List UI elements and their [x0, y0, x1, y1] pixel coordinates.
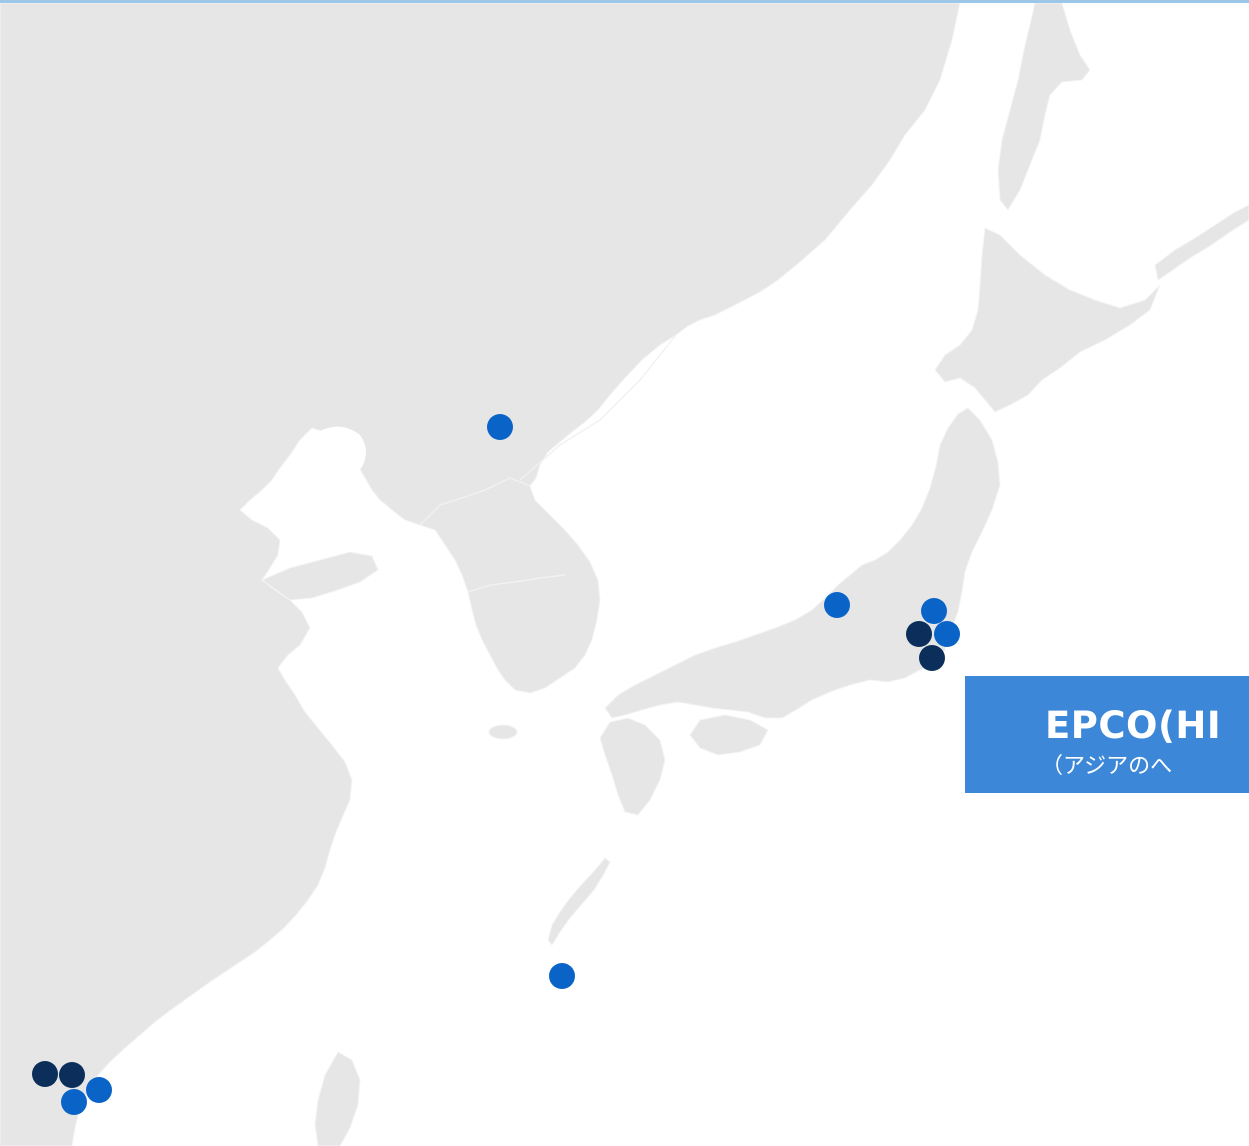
company-banner[interactable]: EPCO(HI （アジアのへ — [965, 676, 1249, 793]
marker-south-china-4[interactable] — [61, 1089, 87, 1115]
jeju-island — [488, 724, 518, 740]
china-korea-border — [419, 477, 531, 526]
taiwan-island — [314, 1051, 361, 1146]
marker-tokyo-north[interactable] — [921, 598, 947, 624]
hokkaido-island — [934, 227, 1161, 413]
sakhalin-island — [997, 3, 1091, 211]
mainland-asia — [0, 3, 961, 1146]
honshu-island — [604, 407, 1001, 719]
marker-north-korea[interactable] — [487, 414, 513, 440]
marker-okinawa[interactable] — [549, 963, 575, 989]
marker-south-china-2[interactable] — [59, 1062, 85, 1088]
marker-niigata[interactable] — [824, 592, 850, 618]
banner-title: EPCO(HI — [1045, 704, 1222, 747]
top-accent-bar — [0, 0, 1249, 3]
ryukyu-islands — [547, 857, 611, 946]
marker-tokyo-west[interactable] — [906, 621, 932, 647]
marker-south-china-1[interactable] — [32, 1061, 58, 1087]
korea-dmz-border — [467, 574, 566, 593]
marker-south-china-3[interactable] — [86, 1077, 112, 1103]
banner-subtitle: （アジアのへ — [1041, 754, 1173, 779]
marker-tokyo-east[interactable] — [934, 621, 960, 647]
marker-tokyo-south[interactable] — [919, 645, 945, 671]
shandong-peninsula — [260, 551, 379, 601]
east-asia-map — [0, 3, 1249, 1146]
kuril-islands — [1154, 204, 1249, 281]
kyushu-island — [599, 717, 666, 816]
shikoku-island — [689, 714, 769, 756]
china-russia-border — [519, 334, 677, 481]
